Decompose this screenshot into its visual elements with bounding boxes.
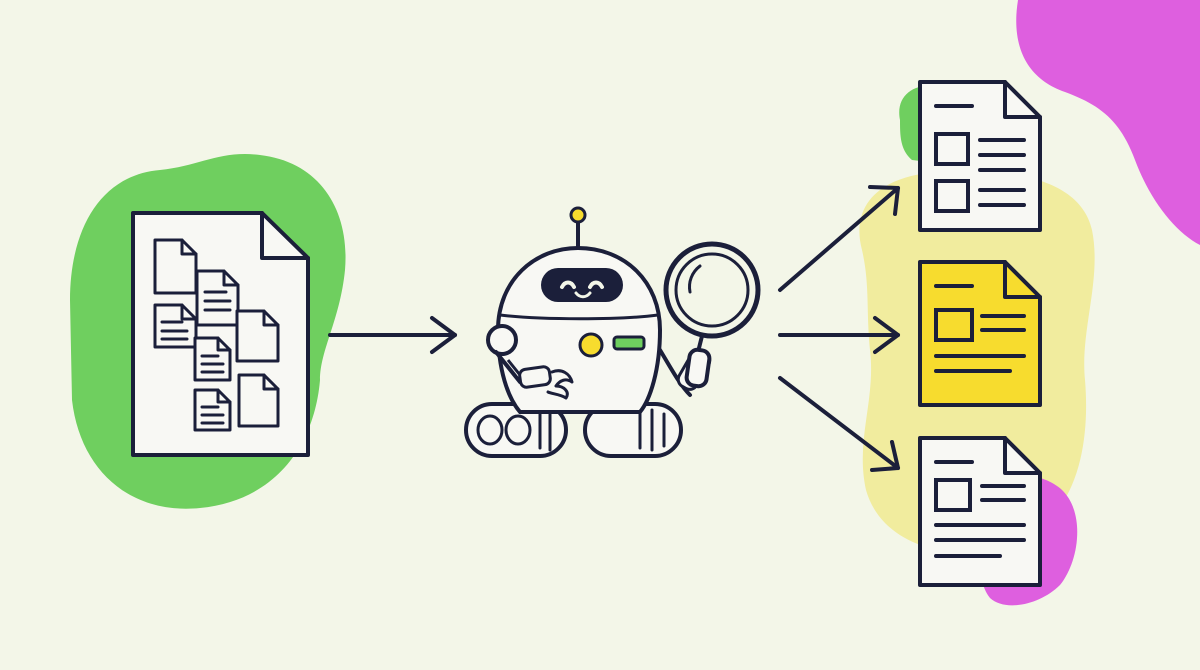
arrow-robot-to-output-bottom — [778, 376, 900, 472]
arrow-robot-to-output-middle — [778, 316, 900, 354]
small-document-icon — [193, 336, 232, 382]
magnifier-icon — [663, 241, 761, 389]
document-output-icon — [918, 80, 1042, 232]
document-stack-icon — [131, 211, 310, 457]
arrow-robot-to-output-top — [778, 185, 900, 292]
robot-left-arm — [486, 324, 574, 400]
arrow-input-to-robot — [328, 316, 457, 354]
robot-tread-right — [583, 402, 683, 458]
small-document-icon — [195, 269, 240, 327]
robot-eye-right — [588, 280, 604, 289]
robot-face-screen — [541, 268, 623, 302]
magenta-blob-top-right — [1016, 0, 1200, 245]
robot-status-light — [612, 335, 646, 351]
input-document-fold — [260, 211, 310, 260]
small-document-icon — [235, 309, 280, 363]
small-document-icon — [153, 238, 198, 295]
robot-chest-button — [578, 332, 604, 358]
small-document-icon — [193, 388, 232, 432]
small-document-icon — [237, 373, 280, 428]
robot-antenna-ball — [569, 206, 587, 224]
robot-mouth — [574, 291, 592, 299]
robot-with-magnifier-icon — [464, 206, 761, 458]
document-output-highlighted-icon — [918, 260, 1042, 407]
document-output-icon — [918, 436, 1042, 587]
small-document-icon — [153, 303, 198, 349]
robot-eye-left — [560, 280, 576, 289]
